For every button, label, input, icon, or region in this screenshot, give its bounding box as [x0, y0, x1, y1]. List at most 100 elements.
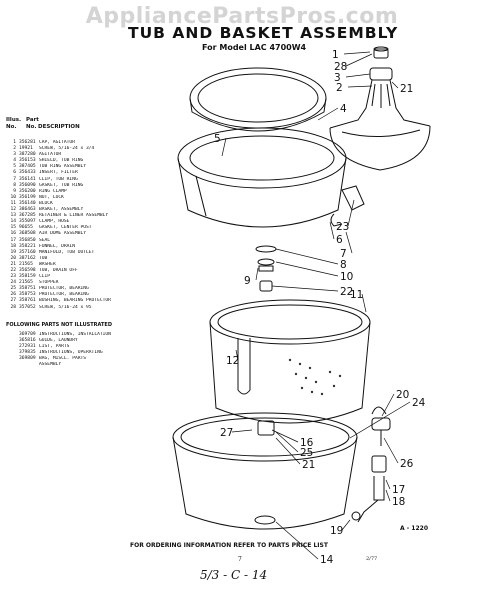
parts-row-part-number: 355097	[19, 219, 36, 225]
callout-25: 25	[300, 447, 313, 459]
parts-row-number: 7	[13, 176, 16, 182]
callout-leader-24	[349, 401, 411, 439]
callout-19: 19	[330, 525, 343, 537]
callout-leader-28	[345, 53, 373, 67]
parts-row-number: 23	[10, 274, 16, 280]
header-part-no: No.	[26, 124, 37, 130]
parts-row-description: PROTECTOR, BEARING	[39, 292, 89, 298]
callout-2: 2	[336, 82, 343, 94]
not-illustrated-part-number: 369809	[19, 356, 36, 362]
callout-24: 24	[412, 397, 426, 409]
header-no: No.	[6, 124, 17, 130]
center-post-parts-drawing	[255, 245, 277, 292]
tub-ring-assembly-drawing	[177, 127, 347, 228]
callout-leader-27	[231, 429, 253, 433]
callout-leader-8	[275, 248, 339, 265]
parts-row-description: GASKET, CENTER POST	[39, 225, 92, 231]
parts-row-description: TUB	[39, 255, 48, 261]
callout-leader-21	[391, 81, 399, 89]
parts-row-description: STOPPER	[39, 280, 59, 286]
callout-leader-5	[221, 137, 227, 157]
parts-row-part-number: 357160	[19, 249, 36, 255]
callout-3: 3	[334, 72, 341, 84]
parts-row-number: 27	[10, 298, 16, 304]
callout-27: 27	[220, 427, 233, 439]
callout-22: 22	[340, 286, 353, 298]
figure-id: A - 1220	[400, 525, 429, 532]
parts-row-number: 20	[10, 255, 16, 261]
not-illustrated-description: INSTRUCTIONS, OPERATING	[39, 350, 103, 356]
callout-4: 4	[340, 103, 347, 115]
not-illustrated-part-number: 369709	[19, 332, 36, 337]
parts-row-number: 8	[13, 182, 16, 188]
parts-row-part-number: 21565	[19, 280, 33, 286]
parts-row-description: SHIELD, TUB RING	[39, 158, 84, 164]
callout-17: 17	[392, 484, 405, 496]
callout-5: 5	[214, 133, 221, 145]
callout-23: 23	[336, 221, 349, 233]
parts-row-number: 19	[10, 249, 16, 255]
parts-row-part-number: 367285	[19, 213, 36, 219]
callout-12: 12	[226, 355, 239, 367]
parts-row-description: SCREW, 5/16-24 x 95	[39, 304, 92, 310]
callout-21: 21	[400, 83, 413, 95]
parts-row-part-number: 358761	[19, 298, 36, 304]
parts-row-part-number: 21565	[19, 261, 33, 267]
parts-row-number: 18	[10, 243, 16, 249]
header-part: Part	[26, 117, 39, 123]
callout-21: 21	[302, 459, 315, 471]
parts-row-description: BASKET, ASSEMBLY	[39, 207, 84, 213]
parts-row-description: BUSHING, BEARING PROTECTOR	[39, 298, 111, 304]
filter-insert-drawing	[341, 185, 365, 211]
callout-leader-22	[271, 285, 339, 292]
not-illustrated-part-number: 272931	[19, 344, 36, 350]
callout-20: 20	[396, 389, 409, 401]
not-illustrated-description: LIST, PARTS	[39, 344, 70, 350]
callout-26: 26	[400, 458, 414, 470]
parts-row-description: TUB, DRAIN OFF	[39, 267, 78, 273]
callout-leader-12	[235, 349, 239, 361]
parts-row-part-number: 356850	[19, 237, 36, 243]
parts-row-number: 2	[13, 146, 16, 152]
callout-leader-2	[347, 85, 373, 88]
parts-row-number: 12	[10, 207, 16, 213]
callout-28: 28	[334, 61, 347, 73]
not-illustrated-row: ASSEMBLY	[6, 362, 139, 368]
tub-ring-clip-drawing	[330, 213, 343, 227]
agitator-cap-drawing	[373, 46, 389, 59]
parts-row-number: 5	[13, 164, 16, 170]
parts-row-description: SEAL	[39, 237, 51, 243]
parts-row-part-number: 356090	[19, 182, 36, 188]
parts-row-number: 24	[10, 280, 16, 286]
page-subtitle: For Model LAC 4700W4	[202, 43, 307, 52]
not-illustrated-description: BAG, MISCL. PARTS	[39, 356, 87, 362]
callout-leader-26	[383, 437, 399, 464]
parts-row-number: 13	[10, 213, 16, 219]
parts-row-number: 26	[10, 292, 16, 298]
parts-row-number: 14	[10, 219, 16, 225]
callout-7: 7	[340, 248, 347, 260]
callout-leader-6	[329, 221, 335, 240]
parts-row-part-number: 356141	[19, 176, 36, 182]
callout-9: 9	[244, 275, 251, 287]
parts-row-part-number: 356598	[19, 267, 36, 273]
parts-row-part-number: 356200	[19, 188, 36, 194]
parts-row-number: 16	[10, 231, 16, 237]
parts-row-part-number: 356199	[19, 194, 36, 200]
callout-1: 1	[332, 49, 339, 61]
parts-row-description: AIR DOME ASSEMBLY	[39, 231, 87, 237]
